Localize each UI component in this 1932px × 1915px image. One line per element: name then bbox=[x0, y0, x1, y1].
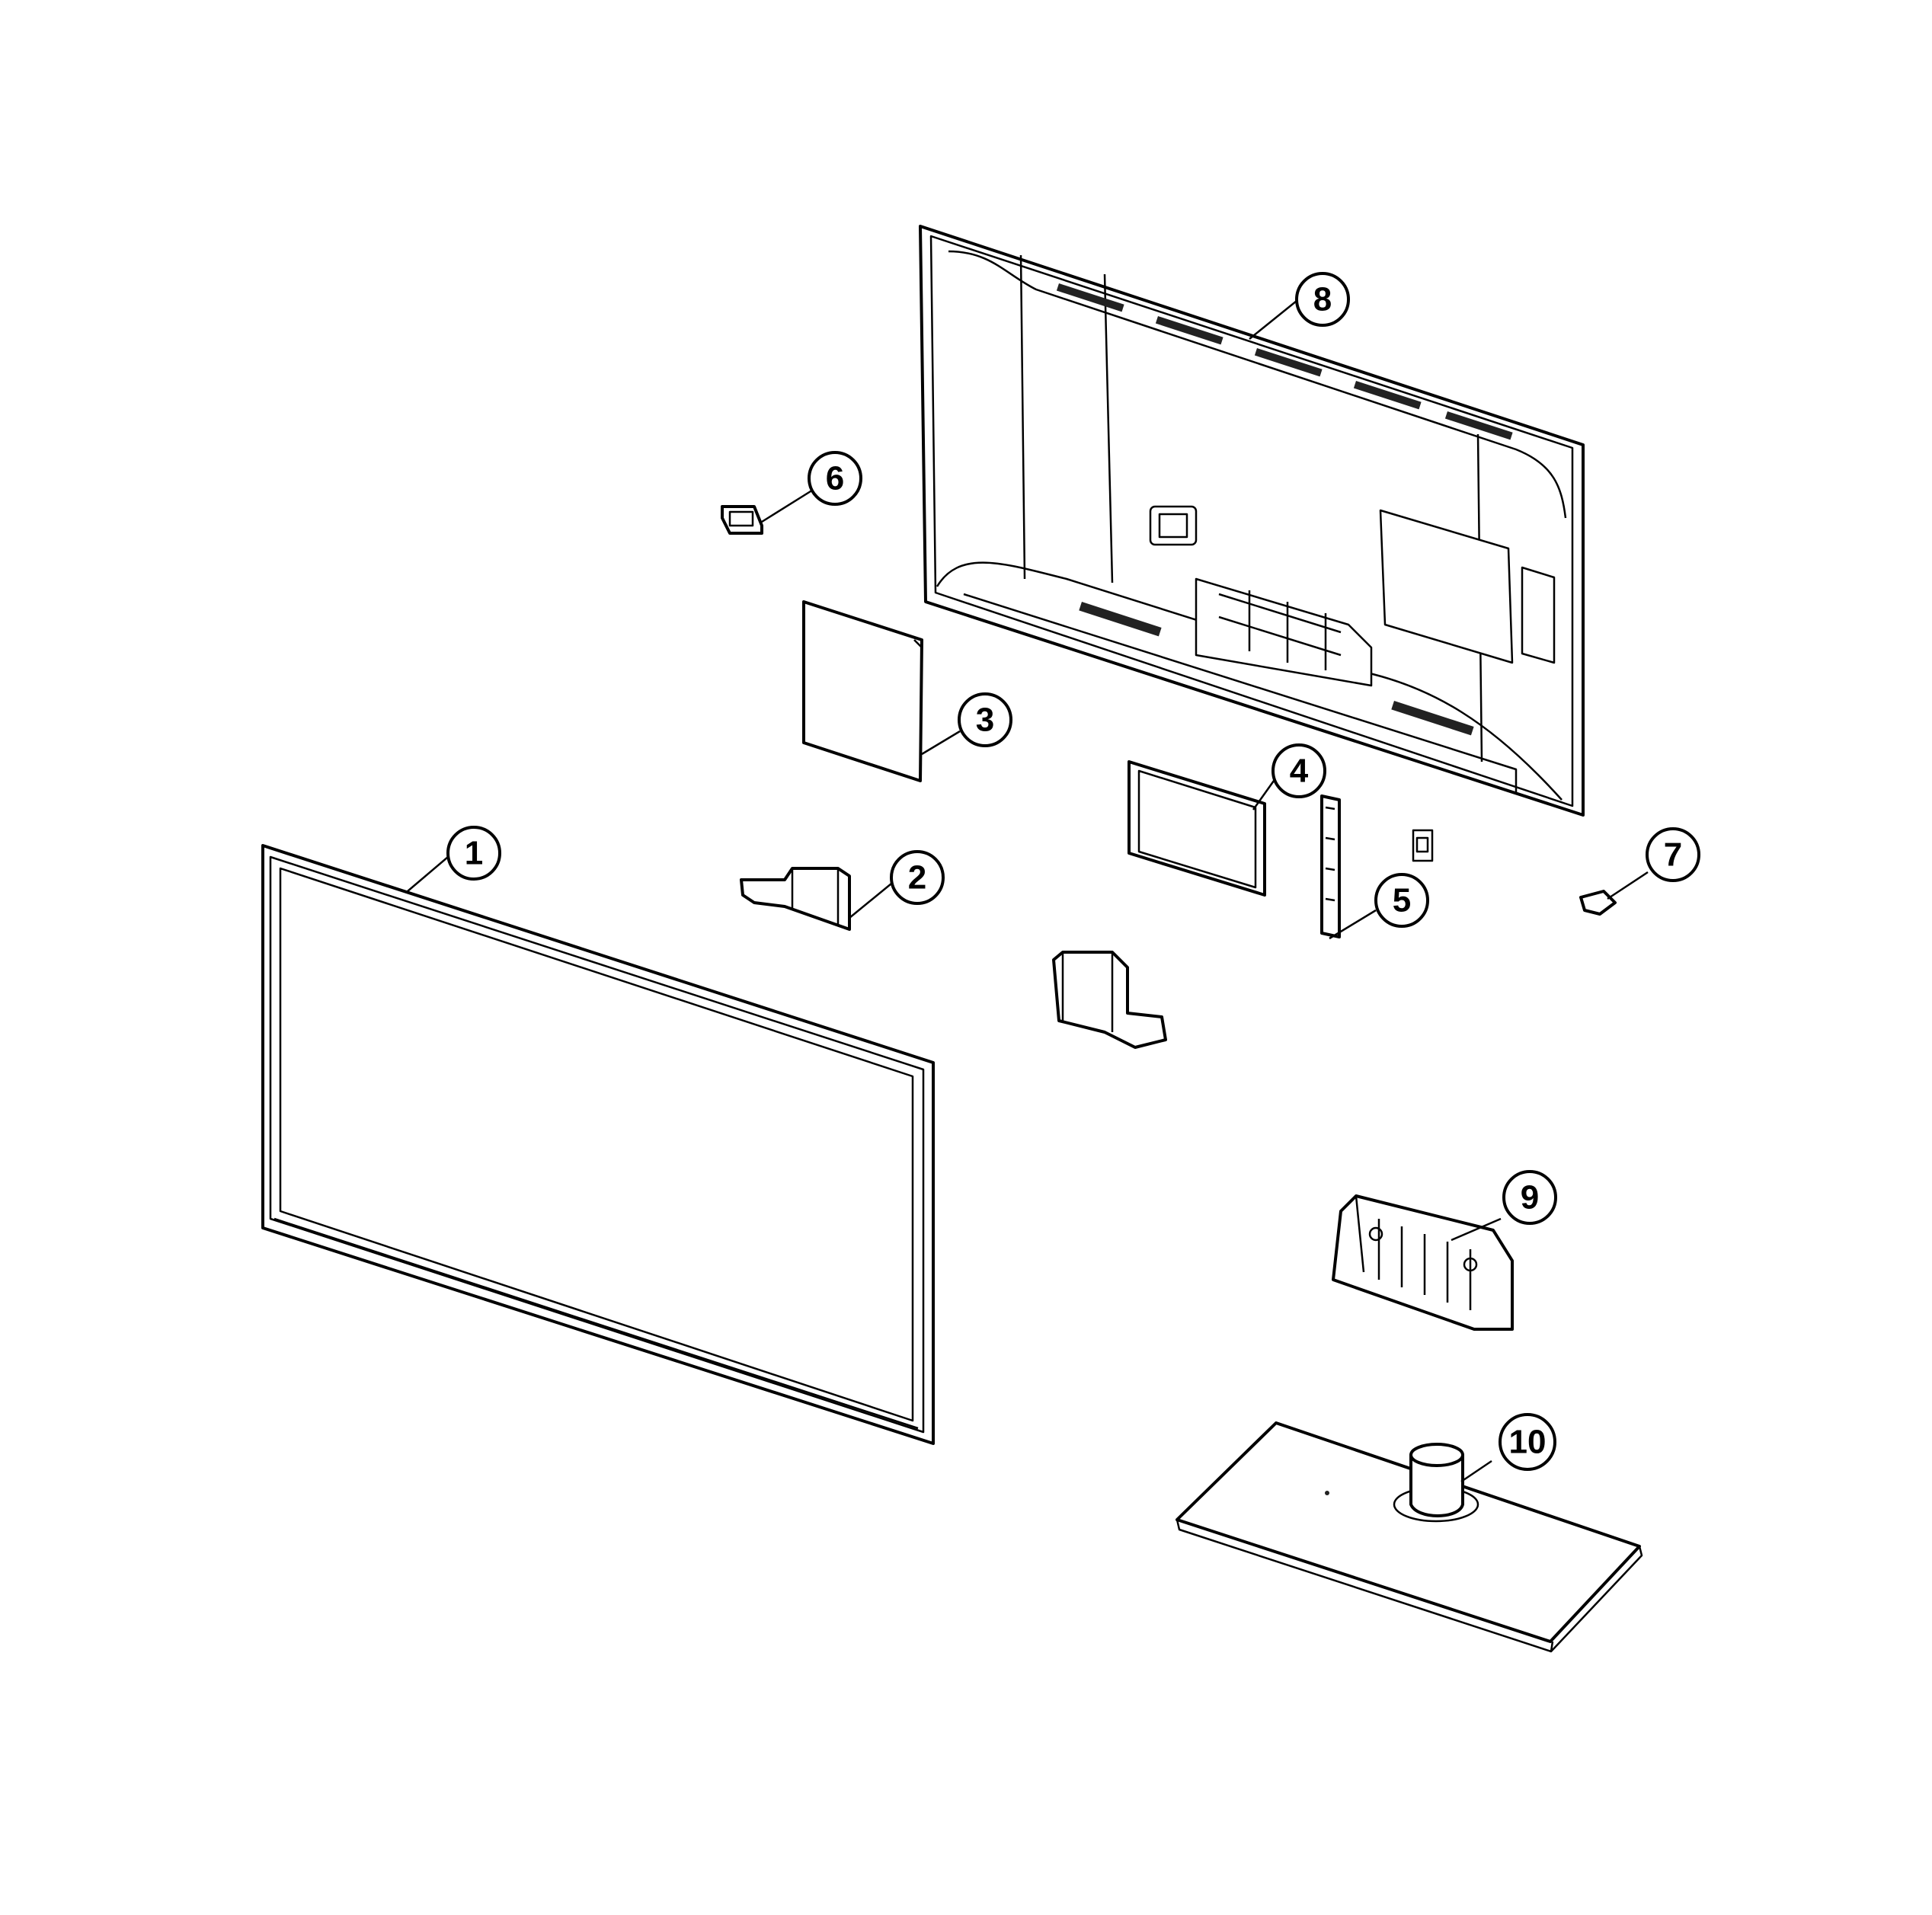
callout-3: 3 bbox=[958, 692, 1012, 747]
part-stand-base bbox=[1176, 1421, 1643, 1653]
callout-label-4: 4 bbox=[1290, 753, 1309, 790]
callout-label-5: 5 bbox=[1393, 882, 1411, 919]
callout-label-9: 9 bbox=[1521, 1179, 1539, 1216]
part-speaker bbox=[740, 867, 851, 931]
callout-5: 5 bbox=[1374, 873, 1429, 928]
callout-label-8: 8 bbox=[1313, 281, 1332, 318]
part-board-plate bbox=[1128, 760, 1266, 897]
callout-8: 8 bbox=[1295, 272, 1350, 327]
leader-lines bbox=[407, 300, 1649, 1483]
part-clip bbox=[1579, 890, 1617, 916]
part-side-rail bbox=[1320, 794, 1434, 938]
part-board-shield bbox=[802, 600, 923, 782]
callout-7: 7 bbox=[1646, 827, 1700, 882]
callout-label-3: 3 bbox=[976, 702, 994, 739]
part-front-bezel bbox=[261, 844, 935, 1445]
part-small-bracket bbox=[721, 505, 763, 535]
part-speaker-second bbox=[1052, 951, 1167, 1049]
callout-10: 10 bbox=[1499, 1413, 1556, 1471]
callout-label-6: 6 bbox=[826, 460, 844, 497]
part-stand-neck bbox=[1332, 1194, 1514, 1331]
callout-label-1: 1 bbox=[465, 835, 483, 872]
callout-label-2: 2 bbox=[908, 859, 926, 897]
callout-2: 2 bbox=[890, 850, 945, 905]
callout-label-7: 7 bbox=[1664, 836, 1682, 874]
callout-9: 9 bbox=[1502, 1170, 1557, 1225]
callout-1: 1 bbox=[446, 826, 501, 881]
part-rear-cover bbox=[919, 225, 1585, 817]
callout-4: 4 bbox=[1271, 743, 1326, 798]
callout-label-10: 10 bbox=[1509, 1424, 1547, 1461]
callout-6: 6 bbox=[808, 451, 862, 506]
